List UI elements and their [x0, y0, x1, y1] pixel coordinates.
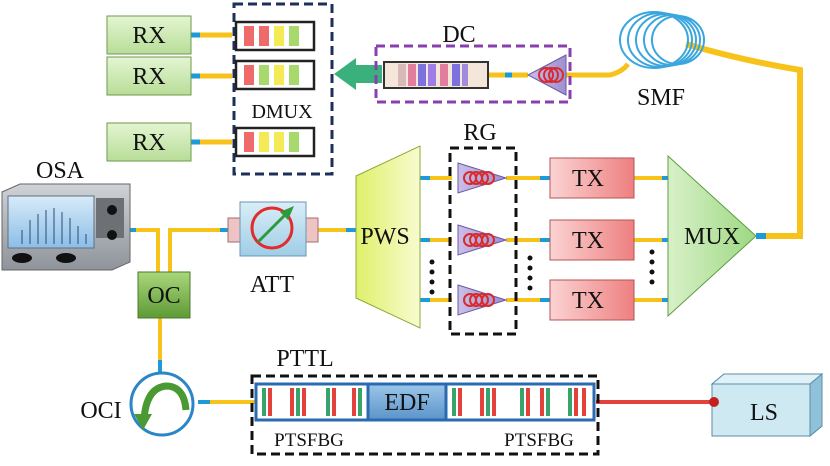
- oc-label: OC: [147, 283, 180, 309]
- rx-label-2: RX: [132, 64, 165, 90]
- smf-fiber-spool-icon: [619, 11, 705, 69]
- osa-spectrum-lines: [21, 208, 87, 244]
- rg-amplifier-1-icon: [457, 162, 508, 194]
- rx-block-3: RX: [106, 122, 192, 162]
- fiber-links: [128, 32, 803, 404]
- dc-label: DC: [442, 22, 475, 48]
- tx-block-3: TX: [549, 279, 635, 321]
- oci-optical-circulator: OCI: [80, 371, 195, 437]
- osa-spectrum-analyzer: OSA: [1, 158, 131, 271]
- rx-receivers: RX RX RX: [106, 15, 192, 162]
- circulator-arrow-icon: [134, 382, 190, 430]
- edf-doped-fiber: EDF: [366, 382, 448, 422]
- dc-chirped-grating: [383, 61, 489, 89]
- mux-multiplexer: MUX: [649, 154, 757, 318]
- osa-foot-icon-2: [56, 253, 76, 263]
- pttl-label: PTTL: [276, 346, 333, 372]
- dmux-demultiplexer: DMUX: [232, 2, 334, 176]
- mux-label: MUX: [684, 224, 740, 250]
- osa-label: OSA: [36, 158, 85, 184]
- ls-laser-source: LS: [709, 372, 824, 438]
- rx-label-1: RX: [132, 23, 165, 49]
- ptsfbg-label-left: PTSFBG: [274, 430, 344, 451]
- pws-pulse-waveshaper: PWS: [355, 145, 421, 329]
- edf-label: EDF: [384, 390, 429, 416]
- smf-label: SMF: [637, 85, 685, 111]
- tx-label-2: TX: [572, 228, 604, 254]
- dmux-grating-2: [234, 59, 316, 91]
- oc-optical-coupler: OC: [137, 271, 191, 319]
- mux-ellipsis-dots: [649, 249, 655, 285]
- dmux-label: DMUX: [251, 101, 313, 123]
- rg-amplifier-3-icon: [457, 284, 508, 316]
- attenuator-dial-icon: [250, 206, 294, 250]
- ls-output-port-icon: [709, 397, 719, 407]
- dmux-grating-3: [234, 126, 316, 158]
- osa-knob-icon-1: [107, 205, 117, 215]
- tx-ellipsis-dots: [527, 255, 533, 291]
- ptsfbg-grating-left: [254, 382, 370, 422]
- tx-block-2: TX: [549, 219, 635, 261]
- rx-label-3: RX: [132, 130, 165, 156]
- tx-label-3: TX: [572, 288, 604, 314]
- rg-amplifier-2-icon: [457, 224, 508, 256]
- ptsfbg-label-right: PTSFBG: [504, 430, 574, 451]
- dc-dispersion-compensator: DC: [374, 22, 572, 104]
- pws-label: PWS: [360, 224, 409, 250]
- tx-label-1: TX: [572, 166, 604, 192]
- osa-knob-icon-2: [107, 230, 117, 240]
- att-attenuator: ATT: [227, 201, 319, 298]
- att-label: ATT: [250, 272, 294, 298]
- rx-block-2: RX: [106, 56, 192, 96]
- dc-coil-amplifier-icon: [526, 54, 567, 96]
- ls-label: LS: [750, 400, 778, 426]
- rg-raman-gain-block: RG: [429, 120, 518, 336]
- tx-transmitters: TX TX TX: [527, 157, 635, 321]
- ptsfbg-grating-right: [444, 382, 596, 422]
- oci-label: OCI: [80, 398, 121, 424]
- rg-label: RG: [463, 120, 496, 146]
- osa-foot-icon-1: [12, 253, 32, 263]
- dmux-grating-1: [234, 20, 316, 52]
- tx-block-1: TX: [549, 157, 635, 199]
- pttl-tunable-laser-block: PTTL EDF: [250, 346, 600, 456]
- rx-block-1: RX: [106, 15, 192, 55]
- osa-screen-icon: [7, 195, 95, 249]
- rg-ellipsis-dots: [429, 259, 435, 295]
